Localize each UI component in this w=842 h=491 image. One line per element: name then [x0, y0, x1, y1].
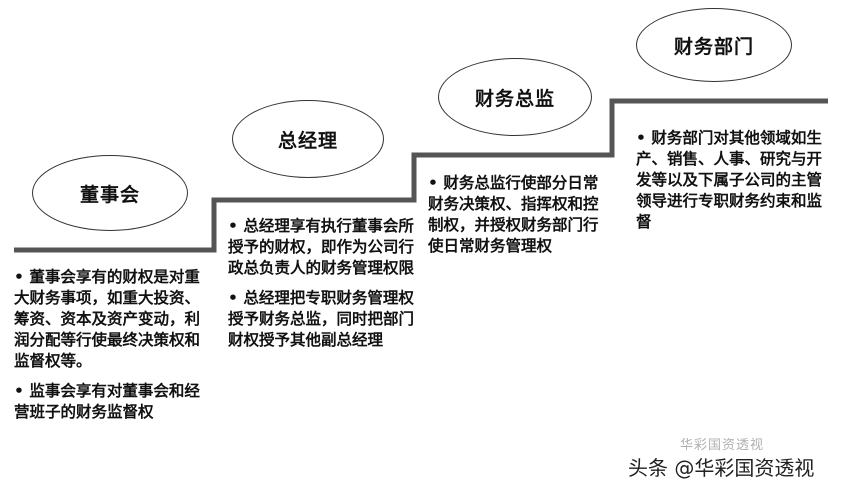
general-manager-description: 总经理享有执行董事会所授予的财权，即作为公司行政总负责人的财务管理权限 总经理把…	[228, 216, 420, 360]
watermark: 华彩国资透视 头条 @华彩国资透视	[628, 438, 815, 481]
level-title-board: 董事会	[79, 183, 140, 206]
level-title-cfo: 财务总监	[474, 87, 555, 110]
finance-dept-item-1: 财务部门对其他领域如生产、销售、人事、研究与开发等以及下属子公司的主管领导进行专…	[636, 128, 828, 233]
board-item-2: 监事会享有对董事会和经营班子的财务监督权	[14, 381, 214, 423]
finance-dept-description: 财务部门对其他领域如生产、销售、人事、研究与开发等以及下属子公司的主管领导进行专…	[636, 128, 828, 242]
watermark-text: 头条 @华彩国资透视	[628, 456, 815, 480]
ellipse-finance-dept: 财务部门	[636, 8, 792, 82]
board-item-1: 董事会享有的财权是对重大财务事项，如重大投资、筹资、资本及资产变动，利润分配等行…	[14, 267, 214, 372]
ellipse-board: 董事会	[32, 155, 188, 231]
board-description: 董事会享有的财权是对重大财务事项，如重大投资、筹资、资本及资产变动，利润分配等行…	[14, 267, 214, 432]
cfo-item-1: 财务总监行使部分日常财务决策权、指挥权和控制权，并授权财务部门行使日常财务管理权	[428, 173, 610, 257]
level-title-general-manager: 总经理	[277, 129, 338, 152]
ellipse-general-manager: 总经理	[232, 100, 384, 178]
watermark-ghost-text: 华彩国资透视	[680, 438, 765, 453]
ellipse-cfo: 财务总监	[438, 58, 592, 136]
general-manager-item-1: 总经理享有执行董事会所授予的财权，即作为公司行政总负责人的财务管理权限	[228, 216, 420, 279]
level-title-finance-dept: 财务部门	[673, 35, 754, 58]
general-manager-item-2: 总经理把专职财务管理权授予财务总监，同时把部门财权授予其他副总经理	[228, 288, 420, 351]
cfo-description: 财务总监行使部分日常财务决策权、指挥权和控制权，并授权财务部门行使日常财务管理权	[428, 173, 610, 266]
